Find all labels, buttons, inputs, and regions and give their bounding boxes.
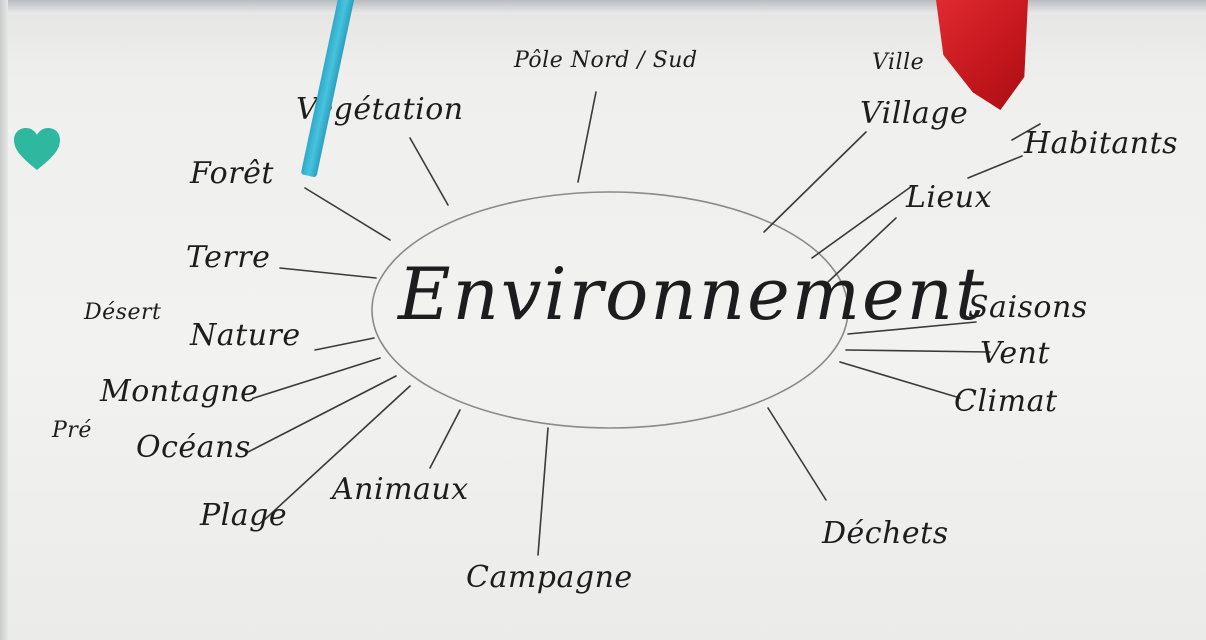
line-foret — [304, 187, 391, 241]
heart-icon — [14, 128, 60, 170]
word-montagne: Montagne — [100, 374, 259, 409]
line-habitants — [967, 155, 1023, 179]
line-vent — [845, 349, 991, 353]
line-plage — [261, 385, 411, 523]
word-plage: Plage — [200, 498, 288, 533]
word-desert: Désert — [84, 300, 162, 325]
word-oceans: Océans — [136, 430, 251, 465]
line-vegetation — [409, 137, 449, 206]
board-frame-left — [0, 0, 8, 640]
line-lieux-1 — [811, 185, 913, 259]
center-word: Environnement — [398, 252, 986, 336]
line-animaux — [429, 409, 461, 469]
line-terre — [279, 267, 377, 279]
board-frame-top — [0, 0, 1206, 14]
center-ellipse — [371, 191, 849, 429]
line-pole — [577, 91, 597, 183]
line-montagne — [253, 357, 381, 399]
word-climat: Climat — [954, 384, 1058, 419]
word-ville: Ville — [872, 50, 925, 75]
word-animaux: Animaux — [332, 472, 469, 507]
line-lieux-2 — [827, 217, 897, 283]
word-nature: Nature — [190, 318, 301, 353]
word-foret: Forêt — [190, 156, 274, 191]
word-terre: Terre — [186, 240, 271, 275]
line-oceans — [247, 375, 397, 453]
word-pre: Pré — [52, 418, 92, 443]
word-village: Village — [860, 96, 969, 131]
line-dechets — [767, 407, 827, 501]
word-saisons: Saisons — [968, 290, 1088, 325]
word-lieux: Lieux — [906, 180, 993, 215]
line-habitants-2 — [1011, 123, 1041, 141]
word-vent: Vent — [980, 336, 1051, 371]
line-nature — [314, 337, 375, 351]
word-habitants: Habitants — [1024, 126, 1179, 161]
line-village — [763, 131, 867, 233]
line-climat — [839, 361, 961, 399]
word-pole: Pôle Nord / Sud — [514, 48, 698, 73]
word-campagne: Campagne — [466, 560, 633, 595]
line-saisons — [847, 321, 977, 335]
word-dechets: Déchets — [822, 516, 949, 551]
line-campagne — [537, 427, 549, 556]
